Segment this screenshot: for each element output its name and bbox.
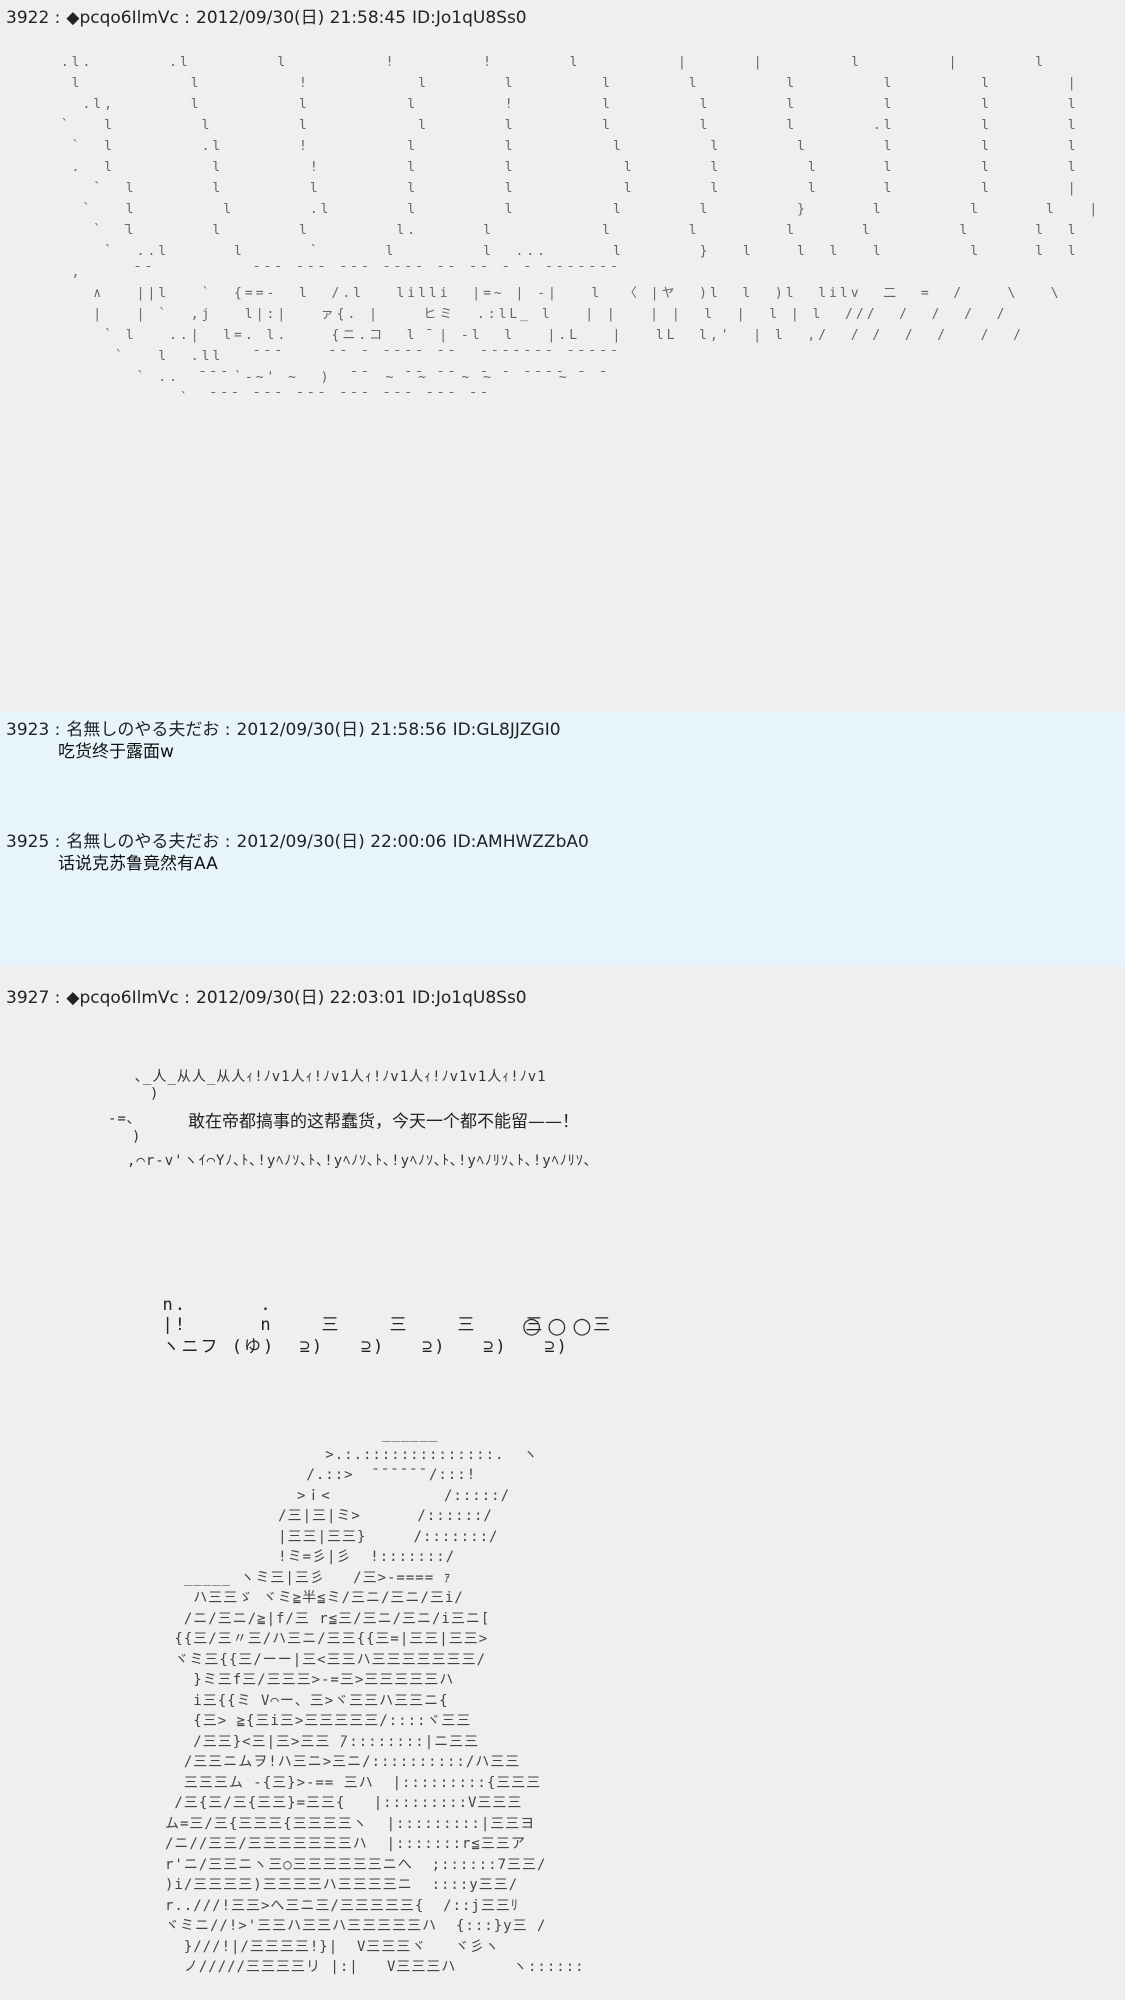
footsteps-line: |! n 三 三 三 三 三	[138, 1315, 613, 1335]
footsteps-line: n. .	[138, 1295, 273, 1315]
poster-name: 名無しのやる夫だお :	[66, 720, 231, 740]
banner-left-bracket: )	[132, 1129, 142, 1145]
post-date: 2012/09/30(日) 22:03:01	[196, 988, 407, 1008]
banner-left-bracket: )	[150, 1086, 160, 1102]
poster-id[interactable]: ID:Jo1qU8Ss0	[412, 988, 527, 1008]
ascii-art-radiating-lines: .l. .l l ! ! l | | l | l l l / / l l ! l…	[60, 55, 1101, 406]
banner-left-bracket: -=､	[108, 1111, 135, 1127]
banner-bottom-border: ,⌒r-v'ヽｲ⌒Yﾉ､ﾄ､!yﾍﾉｿ､ﾄ､!yﾍﾉｿ､ﾄ､!yﾍﾉｿ､ﾄ､!y…	[127, 1153, 592, 1169]
post-date: 2012/09/30(日) 21:58:45	[196, 8, 407, 28]
poster-name: 名無しのやる夫だお :	[66, 832, 231, 852]
post-date: 2012/09/30(日) 22:00:06	[236, 832, 447, 852]
banner-shout-text: 敢在帝都搞事的这帮蠢货，今天一个都不能留——！	[188, 1112, 579, 1132]
post-body: 话说克苏鲁竟然有AA	[58, 854, 218, 874]
post-3922: 3922 :◆pcqo6IlmVc :2012/09/30(日) 21:58:4…	[0, 0, 1125, 712]
circles-decoration: ○○○	[522, 1314, 598, 1339]
post-header: 3927 :◆pcqo6IlmVc :2012/09/30(日) 22:03:0…	[6, 988, 533, 1008]
post-number[interactable]: 3927 :	[6, 988, 61, 1008]
post-number[interactable]: 3922 :	[6, 8, 61, 28]
poster-name: ◆pcqo6IlmVc :	[66, 988, 191, 1008]
ascii-art-cloaked-figure: ______ >.:.::::::::::::::. ヽ /.::> ̄ ̄ ̄…	[165, 1426, 585, 1975]
post-3927: 3927 :◆pcqo6IlmVc :2012/09/30(日) 22:03:0…	[0, 966, 1125, 2000]
poster-id[interactable]: ID:Jo1qU8Ss0	[412, 8, 527, 28]
banner-top-border: ､_人_从人_从人ｨ!ﾉv1人ｨ!ﾉv1人ｨ!ﾉv1人ｨ!ﾉv1v1人ｨ!ﾉv1	[135, 1069, 547, 1085]
post-header: 3922 :◆pcqo6IlmVc :2012/09/30(日) 21:58:4…	[6, 8, 533, 28]
poster-name: ◆pcqo6IlmVc :	[66, 8, 191, 28]
post-number[interactable]: 3925 :	[6, 832, 61, 852]
footsteps-line: ヽニフ (ゆ) ⊇) ⊇) ⊇) ⊇) ⊇)	[138, 1337, 569, 1357]
poster-id[interactable]: ID:AMHWZZbA0	[452, 832, 589, 852]
post-date: 2012/09/30(日) 21:58:56	[236, 720, 447, 740]
post-number[interactable]: 3923 :	[6, 720, 61, 740]
post-body: 吃货终于露面w	[58, 742, 174, 762]
poster-id[interactable]: ID:GL8JJZGI0	[452, 720, 561, 740]
